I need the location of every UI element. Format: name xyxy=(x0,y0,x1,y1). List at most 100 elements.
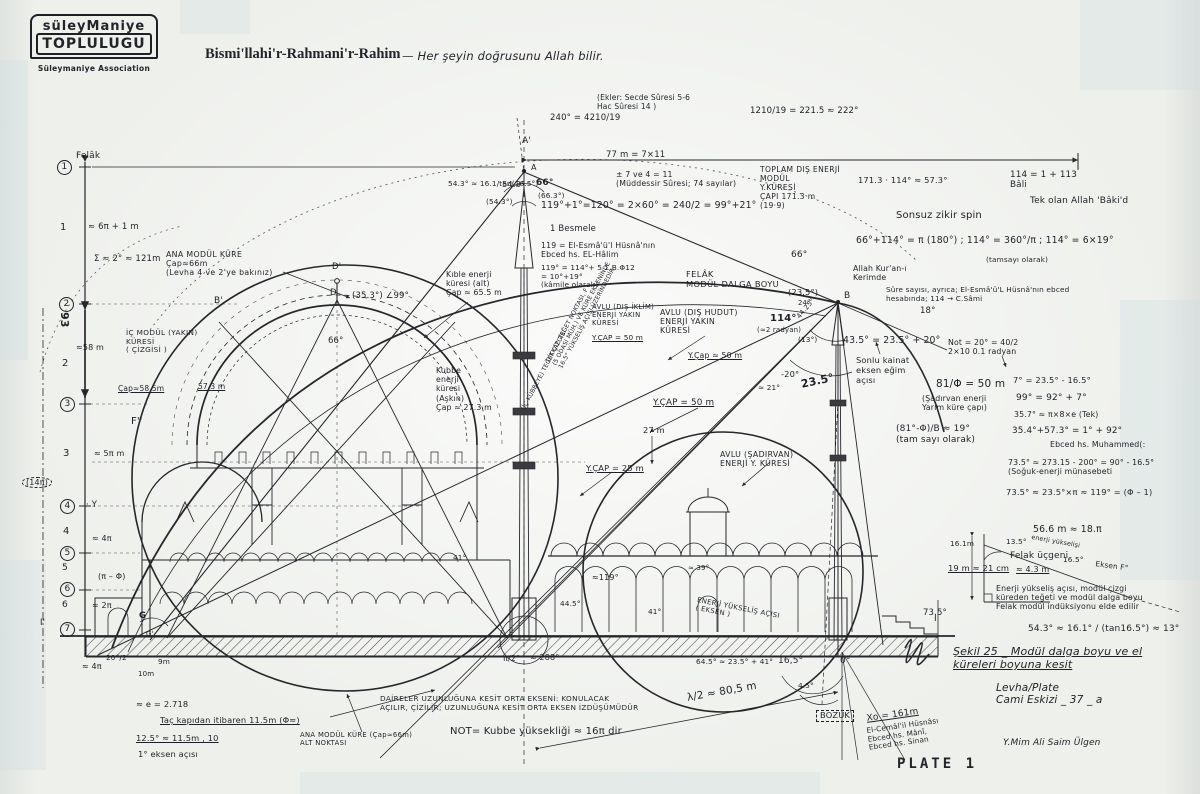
dome-height-note: NOT= Kubbe yüksekliği ≈ 16π dir xyxy=(450,726,622,737)
annotation-label: Sonlu kainat eksen eğim açısı xyxy=(856,355,910,385)
annotation-label: 16.1m xyxy=(950,539,975,548)
annotation-label: 171.3 · 114° ≈ 57.3° xyxy=(858,175,948,185)
sheet-label: Levha/Plate Cami Eskizi _ 37 _ a xyxy=(996,682,1103,707)
annotation-label: 5 xyxy=(62,563,68,573)
annotation-label: 114° xyxy=(770,313,797,324)
annotation-label: 20°/2 xyxy=(106,653,127,662)
annotation-label: 24° xyxy=(798,299,811,307)
annotation-label: 119°+1°=120° = 2×60° = 240/2 = 99°+21° xyxy=(541,200,757,211)
scale-marker-3: 3 xyxy=(60,397,75,412)
annotation-label: ≈ 288° xyxy=(530,653,560,662)
annotation-label: (Şadırvan enerji Yarım küre çapı) xyxy=(922,394,988,413)
annotation-label: 4.5° xyxy=(798,681,814,690)
annotation-label: 43.5° = 23.5° + 20° xyxy=(843,335,941,346)
author-label: Y.Mim Ali Saim Ülgen xyxy=(1003,738,1101,748)
scale-marker-5: 5 xyxy=(60,546,75,561)
annotation-label: 54.3° xyxy=(502,179,526,189)
annotation-label: 81/Φ = 50 m xyxy=(936,378,1006,390)
annotation-label: π/2° xyxy=(503,654,521,663)
annotation-label: (81°-Φ)/B ≈ 19° (tam sayı olarak) xyxy=(896,424,976,445)
annotation-label: -20° xyxy=(781,369,800,379)
annotation-label: (54.3°) xyxy=(486,197,513,206)
annotation-label: ≈ 4.3 m xyxy=(1016,565,1050,574)
annotation-label: (π – Φ) xyxy=(98,572,126,581)
annotation-label: B' xyxy=(214,296,223,306)
annotation-label: Taç kapıdan itibaren 11.5m (Φ≈) xyxy=(160,715,300,725)
annotation-label: 27 m xyxy=(643,425,665,435)
scale-marker-1: 1 xyxy=(57,160,72,175)
annotation-label: (66.3°) xyxy=(538,191,565,200)
annotation-label: 73.5° ≈ 273.15 - 200° = 90° - 16.5° (Soğ… xyxy=(1008,458,1155,477)
annotation-label: 66° xyxy=(791,250,808,260)
bozuk-note: BOZUK xyxy=(816,710,855,722)
annotation-label: Enerji yükseliş açısı, modül çizgi küred… xyxy=(996,584,1143,612)
motto-handwritten: — Her şeyin doğrusunu Allah bilir. xyxy=(402,49,604,63)
annotation-label: ≈ 2π xyxy=(92,601,112,610)
annotation-label: I' xyxy=(40,618,46,628)
annotation-label: D' xyxy=(332,262,342,272)
annotation-label: (≈2 radyan) xyxy=(757,326,802,334)
annotation-label: Felak üçgeni xyxy=(1010,551,1069,561)
annotation-label: Σ ≈ 2° ≈ 121m xyxy=(94,254,161,264)
annotation-label: D xyxy=(330,288,337,298)
annotation-label: Y.Çap ≈ 50 m xyxy=(688,351,743,360)
scale-marker-7: 7 xyxy=(60,622,75,637)
annotation-label: Y.ÇAP = 25 m xyxy=(586,463,644,473)
annotation-label: 1° eksen açısı xyxy=(138,749,198,759)
annotation-label: 73.5° xyxy=(923,608,947,618)
annotation-label: 3 xyxy=(63,448,70,459)
annotation-label: 41° xyxy=(453,553,467,562)
scale-marker-2: 2 xyxy=(59,297,74,312)
annotation-label: Y.ÇAP = 50 m xyxy=(653,398,715,408)
annotation-label: TOPLAM DIŞ ENERJİ MODÜL Y.KÜRESİ ÇAPI 17… xyxy=(760,165,841,210)
annotation-label: ≈ 4π xyxy=(82,662,102,671)
annotation-label: · Y xyxy=(86,500,98,510)
annotation-label: 7° = 23.5° - 16.5° xyxy=(1013,375,1091,385)
annotation-label: 35.4°+57.3° = 1° + 92° xyxy=(1012,426,1123,436)
annotation-label: ≈ 4π xyxy=(92,534,112,543)
annotation-label: 9m xyxy=(158,657,171,666)
annotation-label: (14π) xyxy=(22,477,52,489)
annotation-label: Not = 20° = 40/2 2×10 0.1 radyan xyxy=(948,338,1019,357)
annotation-label: DAİRELER UZUNLUĞUNA KESİT ORTA EKSENİ: K… xyxy=(380,694,639,712)
annotation-label: 1210/19 = 221.5 ≈ 222° xyxy=(750,106,859,116)
annotation-label: I xyxy=(934,614,937,624)
scale-marker-4: 4 xyxy=(60,499,75,514)
annotation-label: Kıble enerji küresi (alt) Çap ≈ 65.5 m xyxy=(446,270,502,298)
annotation-label: 0° xyxy=(840,656,851,666)
annotation-label: 119 = El-Esmâ'ü'l Hüsnâ'nın Ebced hs. EL… xyxy=(541,241,656,260)
annotation-label: (23.5°) xyxy=(788,287,819,297)
annotation-label: Tek olan Allah 'Bâki'd xyxy=(1030,196,1129,206)
annotation-label: AVLU (ŞADIRVAN) ENERJİ Y. KÜRESİ xyxy=(720,450,794,469)
annotation-label: 99° = 92° + 7° xyxy=(1016,393,1087,403)
scale-marker-6: 6 xyxy=(60,582,75,597)
annotation-label: (tamsayı olarak) xyxy=(986,255,1049,264)
annotation-label: 66° xyxy=(328,336,344,346)
annotation-label: A' xyxy=(522,136,531,146)
annotation-label: (35.3°) ∠99° xyxy=(352,291,409,301)
annotation-label: 1 xyxy=(60,222,67,233)
annotation-label: 18° xyxy=(920,306,936,316)
annotation-label: AVLU (DIŞ İKLİM) ENERJİ YAKIN KÜRESİ xyxy=(592,303,655,328)
annotation-label: ≈119° xyxy=(592,573,619,582)
annotation-label: 35.7° ≈ π×8×e (Tek) xyxy=(1014,410,1099,419)
annotation-label: 44.5° xyxy=(560,599,581,608)
annotation-label: FELÂK MODÜL DALGA BOYU xyxy=(686,269,780,289)
annotation-label: 119° = 114°+ 5 Σ.Β.Φ12 = 10°+19° (kâmile… xyxy=(541,263,635,290)
annotation-label: A xyxy=(531,163,537,172)
annotation-label: G' xyxy=(146,630,154,638)
annotation-label: ANA MODÜL KÜRE (Çap≈66m) ALT NOKTASI xyxy=(300,731,413,748)
annotation-label: 77 m = 7×11 xyxy=(606,150,666,160)
logo-box-text: TOPLULUGU xyxy=(36,33,152,55)
annotation-label: B xyxy=(844,291,851,301)
drawing-lines xyxy=(39,117,1181,768)
annotation-label: 10m xyxy=(138,670,155,678)
annotation-label: 12.5° ≈ 11.5m , 10 xyxy=(136,733,219,743)
annotation-label: 57.3 m xyxy=(198,382,226,391)
dimension-93: 93 xyxy=(58,312,71,328)
annotation-label: Sûre sayısı, ayrıca; El-Esmâ'ü'L Hüsnâ'n… xyxy=(886,285,1070,303)
annotation-label: 240° = 4210/19 xyxy=(550,113,621,123)
annotation-label: 114 = 1 + 113 Bâli xyxy=(1010,170,1078,191)
